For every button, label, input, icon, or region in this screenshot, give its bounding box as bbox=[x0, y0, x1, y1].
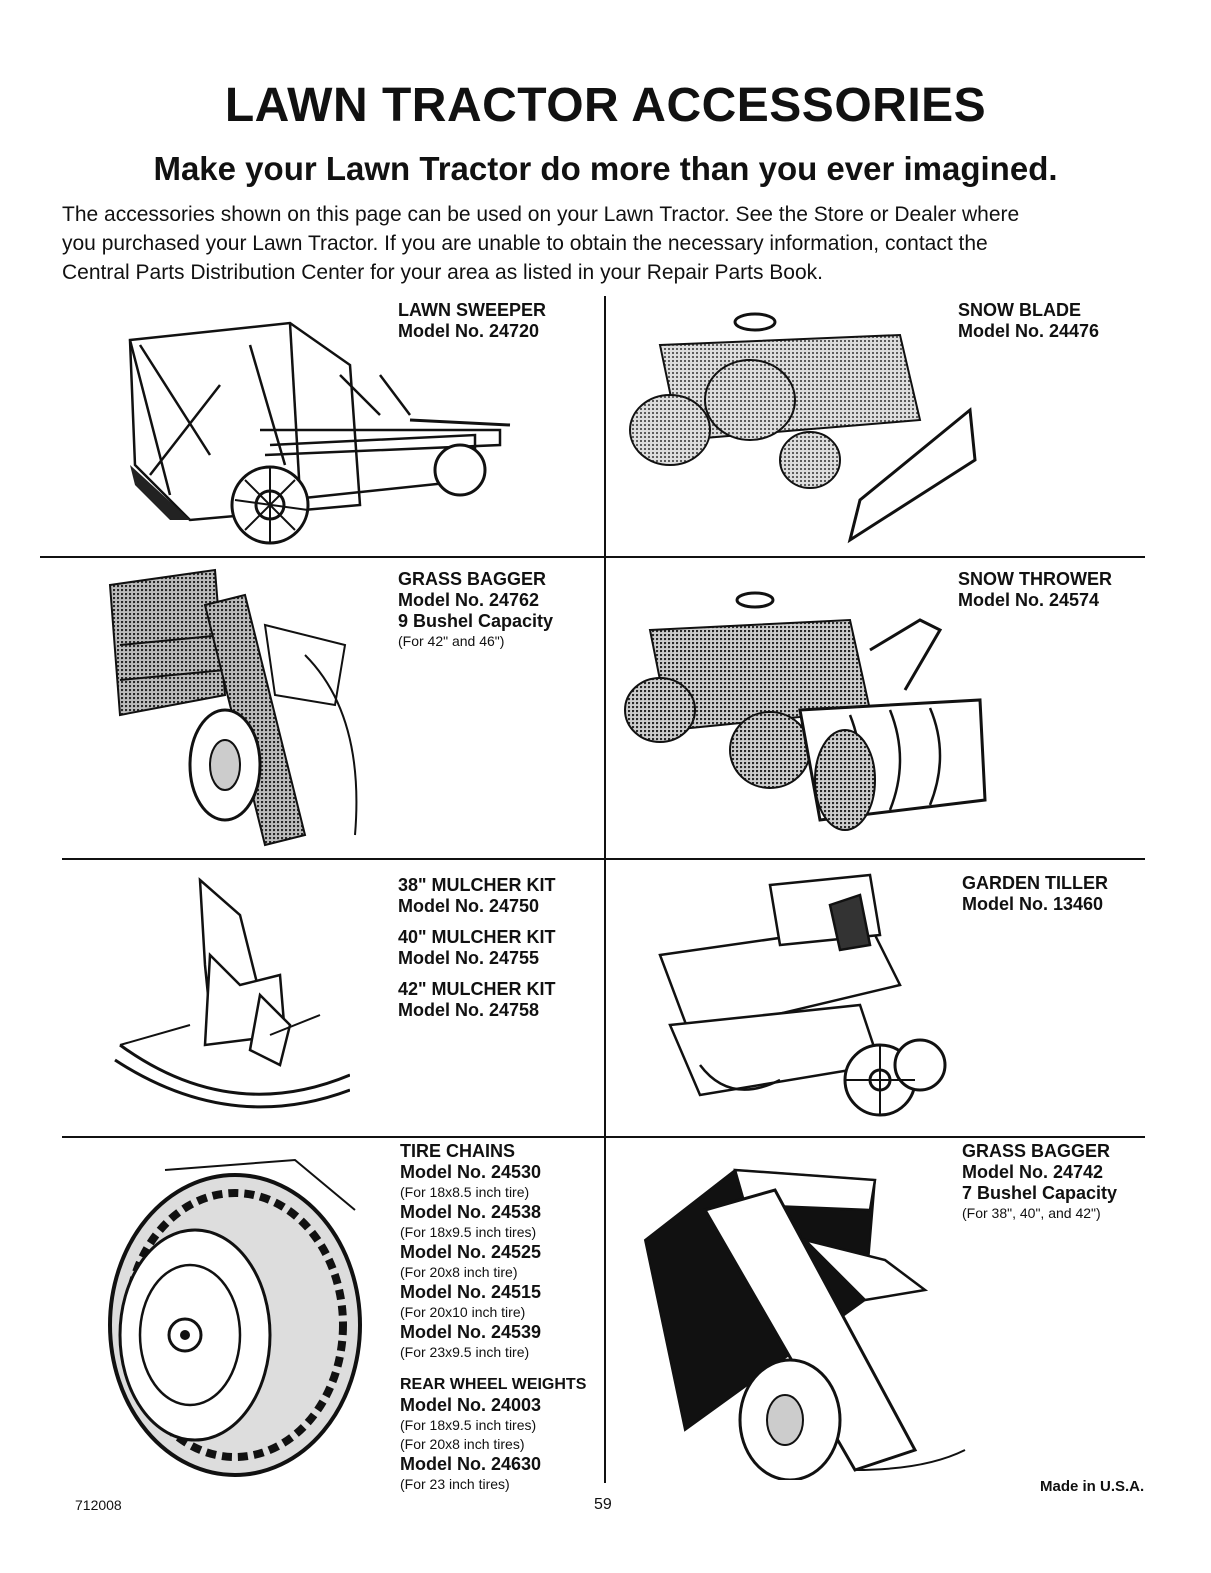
tire-chains-label: TIRE CHAINS Model No. 24530 (For 18x8.5 … bbox=[400, 1141, 587, 1492]
snow-thrower-illustration bbox=[624, 591, 987, 831]
rear-wheel-weights-model: Model No. 24003 bbox=[400, 1395, 542, 1415]
row-divider bbox=[62, 1136, 1145, 1138]
mulcher-40-model: Model No. 24755 bbox=[398, 948, 540, 968]
intro-line: Central Parts Distribution Center for yo… bbox=[62, 261, 823, 284]
garden-tiller-illustration bbox=[658, 873, 947, 1117]
tire-chain-note: (For 23x9.5 inch tire) bbox=[400, 1344, 530, 1360]
row-divider bbox=[40, 556, 1145, 558]
snow-thrower-label: SNOW THROWER Model No. 24574 bbox=[958, 569, 1112, 610]
intro-paragraph: The accessories shown on this page can b… bbox=[62, 200, 1152, 287]
tire-chain-note: (For 20x10 inch tire) bbox=[400, 1304, 526, 1320]
grass-bagger-7-illustration bbox=[643, 1168, 966, 1480]
tire-chain-model: Model No. 24530 bbox=[400, 1162, 542, 1182]
snow-blade-illustration bbox=[629, 312, 977, 544]
mulcher-38-title: 38" MULCHER KIT bbox=[398, 875, 556, 895]
mulcher-42-model: Model No. 24758 bbox=[398, 1000, 540, 1020]
mulcher-kits-label: 38" MULCHER KIT Model No. 24750 40" MULC… bbox=[398, 875, 556, 1021]
column-divider bbox=[604, 296, 606, 1483]
mulcher-42-title: 42" MULCHER KIT bbox=[398, 979, 556, 999]
grass-bagger-7-label: GRASS BAGGER Model No. 24742 7 Bushel Ca… bbox=[962, 1141, 1118, 1221]
tire-chains-illustration bbox=[108, 1158, 362, 1477]
page-subtitle: Make your Lawn Tractor do more than you … bbox=[153, 150, 1058, 187]
tire-chain-note: (For 20x8 inch tire) bbox=[400, 1264, 518, 1280]
intro-line: you purchased your Lawn Tractor. If you … bbox=[62, 232, 988, 255]
rear-wheel-weights-title: REAR WHEEL WEIGHTS bbox=[400, 1376, 587, 1393]
garden-tiller-label: GARDEN TILLER Model No. 13460 bbox=[962, 873, 1108, 914]
tire-chain-model: Model No. 24515 bbox=[400, 1282, 542, 1302]
page-title: LAWN TRACTOR ACCESSORIES bbox=[224, 79, 987, 132]
lawn-sweeper-label: LAWN SWEEPER Model No. 24720 bbox=[398, 300, 547, 341]
rear-wheel-weights-note: (For 20x8 inch tires) bbox=[400, 1436, 525, 1452]
grass-bagger-9-illustration bbox=[108, 568, 358, 847]
grass-bagger-9-label: GRASS BAGGER Model No. 24762 9 Bushel Ca… bbox=[398, 569, 554, 649]
made-in-usa: Made in U.S.A. bbox=[1040, 1478, 1145, 1495]
page-number: 59 bbox=[594, 1496, 612, 1513]
rear-wheel-weights-note: (For 23 inch tires) bbox=[400, 1476, 510, 1492]
mulcher-kit-illustration bbox=[114, 877, 350, 1109]
intro-line: The accessories shown on this page can b… bbox=[62, 203, 1020, 226]
tire-chain-model: Model No. 24539 bbox=[400, 1322, 542, 1342]
mulcher-38-model: Model No. 24750 bbox=[398, 896, 540, 916]
rear-wheel-weights-model: Model No. 24630 bbox=[400, 1454, 542, 1474]
lawn-sweeper-illustration bbox=[128, 321, 511, 545]
tire-chain-note: (For 18x9.5 inch tires) bbox=[400, 1224, 537, 1240]
rear-wheel-weights-note: (For 18x9.5 inch tires) bbox=[400, 1417, 537, 1433]
row-divider bbox=[62, 858, 1145, 860]
tire-chain-model: Model No. 24538 bbox=[400, 1202, 542, 1222]
tire-chain-model: Model No. 24525 bbox=[400, 1242, 542, 1262]
snow-blade-label: SNOW BLADE Model No. 24476 bbox=[958, 300, 1100, 341]
mulcher-40-title: 40" MULCHER KIT bbox=[398, 927, 556, 947]
tire-chain-note: (For 18x8.5 inch tire) bbox=[400, 1184, 530, 1200]
document-number: 712008 bbox=[75, 1497, 122, 1513]
